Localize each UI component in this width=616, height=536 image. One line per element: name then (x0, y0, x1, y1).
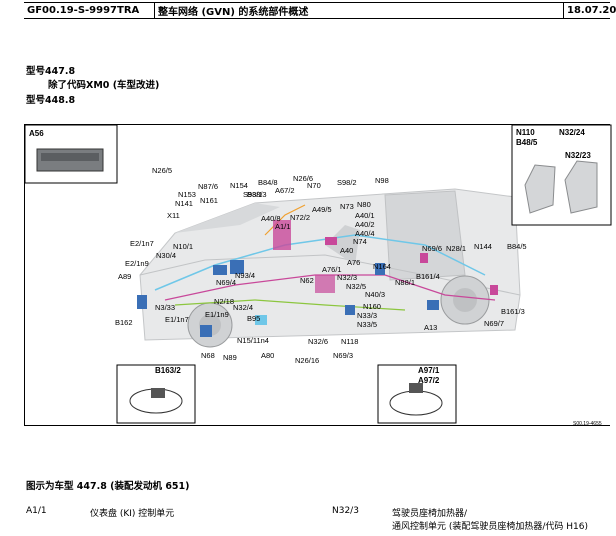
model-448-label: 型号448.8 (26, 95, 76, 106)
component-label-n40-3: N40/3 (365, 290, 385, 299)
component-label-n70: N70 (307, 181, 321, 190)
component-label-n3-33: N3/33 (155, 303, 175, 312)
figure-caption: 图示为车型 447.8 (装配发动机 651) (26, 481, 190, 492)
component-label-n69-6: N69/6 (422, 244, 442, 253)
component-label-n68: N68 (201, 351, 215, 360)
component-label-n93-4: N93/4 (235, 271, 255, 280)
component-label-n80: N80 (357, 200, 371, 209)
component-label-s98-2: S98/2 (337, 178, 357, 187)
component-label-n28-1: N28/1 (446, 244, 466, 253)
inset-seat-n32-23: N32/23 (565, 151, 591, 160)
legend-desc-n32-3-cont: 通风控制单元 (装配驾驶员座椅加热器/代码 H16) (392, 522, 588, 532)
component-label-b38-3: B38/3 (247, 190, 267, 199)
component-label-n33-3: N33/3 (357, 311, 377, 320)
component-label-b95: B95 (247, 314, 260, 323)
component-label-s98-1: S98/1 (243, 190, 263, 199)
component-label-a1-1: A1/1 (275, 222, 290, 231)
doc-code: GF00.19-S-9997TRA (24, 3, 155, 18)
inset-b163-label: B163/2 (155, 366, 181, 375)
inset-seat-b48-5: B48/5 (516, 138, 538, 147)
component-label-a76: A76 (347, 258, 360, 267)
component-label-n69-4: N69/4 (216, 278, 236, 287)
component-label-a40: A40 (340, 246, 353, 255)
vehicle-network-figure: A56 N110 B48/5 N32/24 N32/23 B163/2 A97/… (24, 124, 612, 427)
component-label-b161-4: B161/4 (416, 272, 440, 281)
component-label-e1-1n7: E1/1n7 (165, 315, 189, 324)
component-label-b84-5: B84/5 (507, 242, 527, 251)
doc-date: 18.07.20 (567, 5, 616, 16)
page-header: GF00.19-S-9997TRA 整车网络 (GVN) 的系统部件概述 18.… (24, 2, 616, 19)
component-label-n33-5: N33/5 (357, 320, 377, 329)
component-label-n160: N160 (363, 302, 381, 311)
component-label-n10-1: N10/1 (173, 242, 193, 251)
component-label-a76-1: A76/1 (322, 265, 342, 274)
component-label-n32-3: N32/3 (337, 273, 357, 282)
doc-title: 整车网络 (GVN) 的系统部件概述 (155, 3, 564, 18)
component-label-n2-18: N2/18 (214, 297, 234, 306)
component-label-n98: N98 (375, 176, 389, 185)
component-label-n32-4: N32/4 (233, 303, 253, 312)
component-label-n89: N89 (223, 353, 237, 362)
component-label-n161: N161 (200, 196, 218, 205)
component-label-n26-6: N26/6 (293, 174, 313, 183)
component-label-n32-6: N32/6 (308, 337, 328, 346)
inset-a97-1-label: A97/1 (418, 366, 440, 375)
component-label-b162: B162 (115, 318, 133, 327)
component-label-n164: N164 (373, 262, 391, 271)
model-447-note: 除了代码XM0 (车型改进) (48, 80, 160, 91)
component-label-n62: N62 (300, 276, 314, 285)
component-label-n26-5: N26/5 (152, 166, 172, 175)
component-label-n30-4: N30/4 (156, 251, 176, 260)
component-label-a89: A89 (118, 272, 131, 281)
component-label-a13: A13 (424, 323, 437, 332)
component-label-b84-8: B84/8 (258, 178, 278, 187)
component-label-n153: N153 (178, 190, 196, 199)
legend-code-a1-1: A1/1 (26, 506, 47, 516)
component-label-a67-2: A67/2 (275, 186, 295, 195)
component-label-n73: N73 (340, 202, 354, 211)
component-label-n87-6: N87/6 (198, 182, 218, 191)
component-label-n72-2: N72/2 (290, 213, 310, 222)
inset-a56-label: A56 (29, 129, 44, 138)
figure-code: S00.19-4655 (573, 421, 602, 427)
model-447-label: 型号447.8 (26, 66, 76, 77)
legend-code-n32-3: N32/3 (332, 506, 359, 516)
component-label-a40-8: A40/8 (261, 214, 281, 223)
component-label-e1-1n9: E1/1n9 (205, 310, 229, 319)
component-label-n32-5: N32/5 (346, 282, 366, 291)
component-label-n118: N118 (341, 337, 358, 346)
component-label-e2-1n9: E2/1n9 (125, 259, 149, 268)
component-label-n69-3: N69/3 (333, 351, 353, 360)
component-label-a40-4: A40/4 (355, 229, 375, 238)
component-label-a40-1: A40/1 (355, 211, 375, 220)
component-label-e2-1n7: E2/1n7 (130, 239, 154, 248)
inset-a97-2-label: A97/2 (418, 376, 440, 385)
component-label-n15-11n4: N15/11n4 (237, 336, 269, 345)
component-label-a80: A80 (261, 351, 274, 360)
component-label-n154: N154 (230, 181, 248, 190)
component-label-n141: N141 (175, 199, 193, 208)
component-label-b161-3: B161/3 (501, 307, 525, 316)
component-label-n144: N144 (474, 242, 492, 251)
component-label-n26-16: N26/16 (295, 356, 319, 365)
inset-seat-n32-24: N32/24 (559, 128, 585, 137)
component-label-n69-7: N69/7 (484, 319, 504, 328)
component-label-n88-1: N88/1 (395, 278, 415, 287)
component-label-x11: X11 (167, 211, 180, 220)
component-label-n74: N74 (353, 237, 367, 246)
legend-desc-a1-1: 仪表盘 (KI) 控制单元 (90, 509, 175, 519)
inset-seat-n110: N110 (516, 128, 535, 137)
legend-desc-n32-3: 驾驶员座椅加热器/ (392, 509, 468, 519)
vehicle-illustration: A56 N110 B48/5 N32/24 N32/23 B163/2 A97/… (24, 124, 612, 427)
component-label-a49-5: A49/5 (312, 205, 332, 214)
component-label-a40-2: A40/2 (355, 220, 375, 229)
